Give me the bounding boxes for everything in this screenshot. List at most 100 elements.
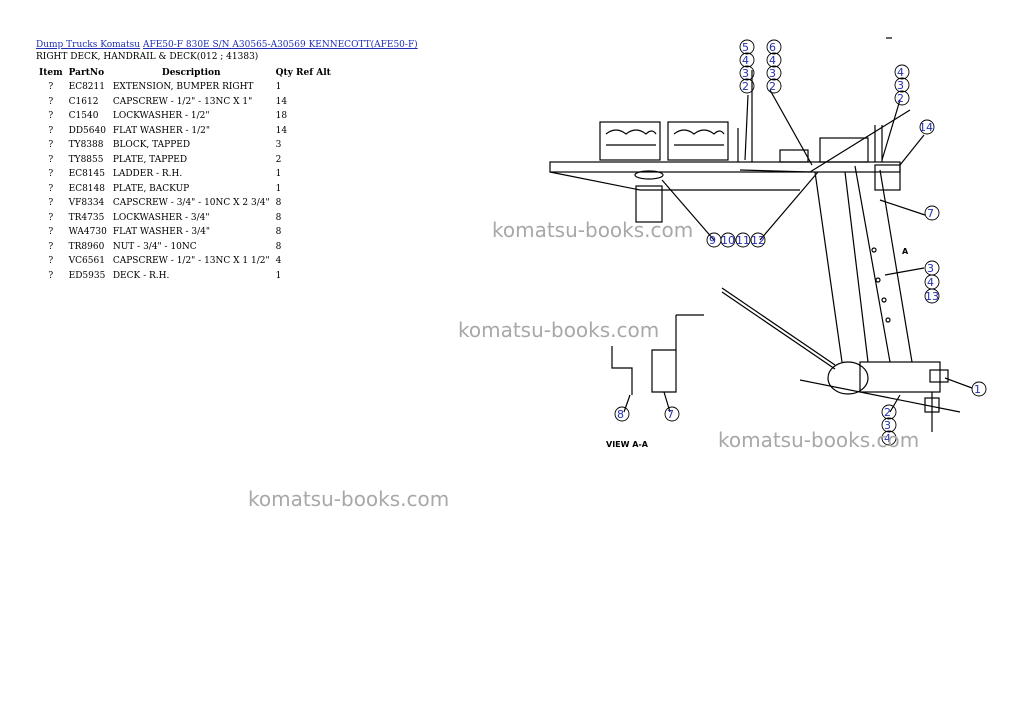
row-description: CAPSCREW - 1/2" - 13NC X 1" xyxy=(112,96,253,107)
row-description: PLATE, TAPPED xyxy=(112,154,188,165)
view-label: VIEW A-A xyxy=(606,440,649,449)
row-item: ? xyxy=(48,241,54,252)
row-qty: 3 xyxy=(275,140,282,150)
callout-4: 4 xyxy=(742,54,749,67)
row-item: ? xyxy=(48,111,54,121)
row-partno: EC8211 xyxy=(68,82,105,92)
breadcrumb: Dump Trucks Komatsu AFE50-F 830E S/N A30… xyxy=(36,40,418,51)
row-item: ? xyxy=(48,96,54,107)
callout-3: 3 xyxy=(897,79,904,92)
row-qty: 2 xyxy=(275,154,282,165)
row-qty: 8 xyxy=(275,227,282,237)
callout-2: 2 xyxy=(742,80,749,93)
row-description: NUT - 3/4" - 10NC xyxy=(112,241,197,252)
row-partno: TR8960 xyxy=(68,241,105,252)
breadcrumb-link-model[interactable]: AFE50-F 830E S/N A30565-A30569 KENNECOTT… xyxy=(142,40,418,50)
table-row: ? TR8960 NUT - 3/4" - 10NC 8 xyxy=(36,240,334,255)
callout-3: 3 xyxy=(927,262,934,275)
breadcrumb-link-category[interactable]: Dump Trucks Komatsu xyxy=(36,40,141,50)
row-partno: C1540 xyxy=(68,111,99,121)
row-description: PLATE, BACKUP xyxy=(112,183,190,194)
header-qty: Qty xyxy=(275,68,293,78)
callout-8: 8 xyxy=(617,408,624,421)
callout-1: 1 xyxy=(974,383,981,396)
row-qty: 1 xyxy=(275,169,282,179)
callout-13: 13 xyxy=(925,290,939,303)
callout-14: 14 xyxy=(919,121,933,134)
row-partno: EC8148 xyxy=(68,183,105,194)
callout-10: 10 xyxy=(721,234,735,247)
callout-3: 3 xyxy=(884,419,891,432)
callout-12: 12 xyxy=(751,234,765,247)
callout-4: 4 xyxy=(897,66,904,79)
watermark: komatsu-books.com xyxy=(248,487,450,511)
callout-4: 4 xyxy=(927,276,934,289)
row-qty: 18 xyxy=(275,111,288,121)
page-title: RIGHT DECK, HANDRAIL & DECK(012 ; 41383) xyxy=(36,52,259,62)
table-row: ? DD5640 FLAT WASHER - 1/2" 14 xyxy=(36,124,334,139)
callout-markers xyxy=(614,39,987,446)
row-description: BLOCK, TAPPED xyxy=(112,140,191,150)
row-description: LOCKWASHER - 3/4" xyxy=(112,212,210,223)
section-label: A xyxy=(902,247,909,256)
row-qty: 1 xyxy=(275,183,282,194)
header-item: Item xyxy=(39,68,63,78)
table-row: ? EC8145 LADDER - R.H. 1 xyxy=(36,167,334,182)
header-ref: Ref xyxy=(296,68,314,78)
row-description: FLAT WASHER - 1/2" xyxy=(112,125,210,136)
header-partno: PartNo xyxy=(68,68,105,78)
callout-3: 3 xyxy=(769,67,776,80)
row-qty: 1 xyxy=(275,270,282,281)
deck-structure xyxy=(549,37,973,432)
row-partno: TY8855 xyxy=(68,154,104,165)
table-header-row: Item PartNo Description Qty Ref Alt xyxy=(36,66,334,80)
row-partno: TR4735 xyxy=(68,212,105,223)
row-item: ? xyxy=(48,125,54,136)
row-qty: 14 xyxy=(275,125,288,136)
callout-6: 6 xyxy=(769,41,776,54)
row-description: EXTENSION, BUMPER RIGHT xyxy=(112,82,254,92)
row-partno: ED5935 xyxy=(68,270,106,281)
header-description: Description xyxy=(161,68,221,78)
watermark: komatsu-books.com xyxy=(718,428,920,452)
row-partno: TY8388 xyxy=(68,140,104,150)
row-item: ? xyxy=(48,154,54,165)
row-partno: C1612 xyxy=(68,96,99,107)
row-item: ? xyxy=(48,227,54,237)
row-partno: VF8334 xyxy=(68,198,105,208)
row-description: LADDER - R.H. xyxy=(112,169,183,179)
callout-3: 3 xyxy=(742,67,749,80)
callout-numbers: 5 6 4 4 3 3 2 2 4 3 2 14 9 10 11 12 7 3 … xyxy=(617,41,981,445)
header-alt: Alt xyxy=(316,68,331,78)
row-description: DECK - R.H. xyxy=(112,270,170,281)
table-row: ? TY8855 PLATE, TAPPED 2 xyxy=(36,153,334,168)
callout-2: 2 xyxy=(769,80,776,93)
parts-table: Item PartNo Description Qty Ref Alt ? EC8… xyxy=(36,66,334,283)
row-partno: EC8145 xyxy=(68,169,105,179)
row-qty: 8 xyxy=(275,212,282,223)
callout-9: 9 xyxy=(709,234,716,247)
callout-7: 7 xyxy=(667,408,674,421)
row-partno: DD5640 xyxy=(68,125,106,136)
row-item: ? xyxy=(48,169,54,179)
callout-2: 2 xyxy=(884,406,891,419)
callout-2: 2 xyxy=(897,92,904,105)
callout-4: 4 xyxy=(769,54,776,67)
row-description: CAPSCREW - 1/2" - 13NC X 1 1/2" xyxy=(112,256,270,266)
callout-7: 7 xyxy=(927,207,934,220)
row-description: CAPSCREW - 3/4" - 10NC X 2 3/4" xyxy=(112,198,270,208)
callout-11: 11 xyxy=(736,234,750,247)
row-qty: 8 xyxy=(275,241,282,252)
watermark: komatsu-books.com xyxy=(492,218,694,242)
row-qty: 8 xyxy=(275,198,282,208)
row-partno: WA4730 xyxy=(68,227,107,237)
row-qty: 14 xyxy=(275,96,288,107)
